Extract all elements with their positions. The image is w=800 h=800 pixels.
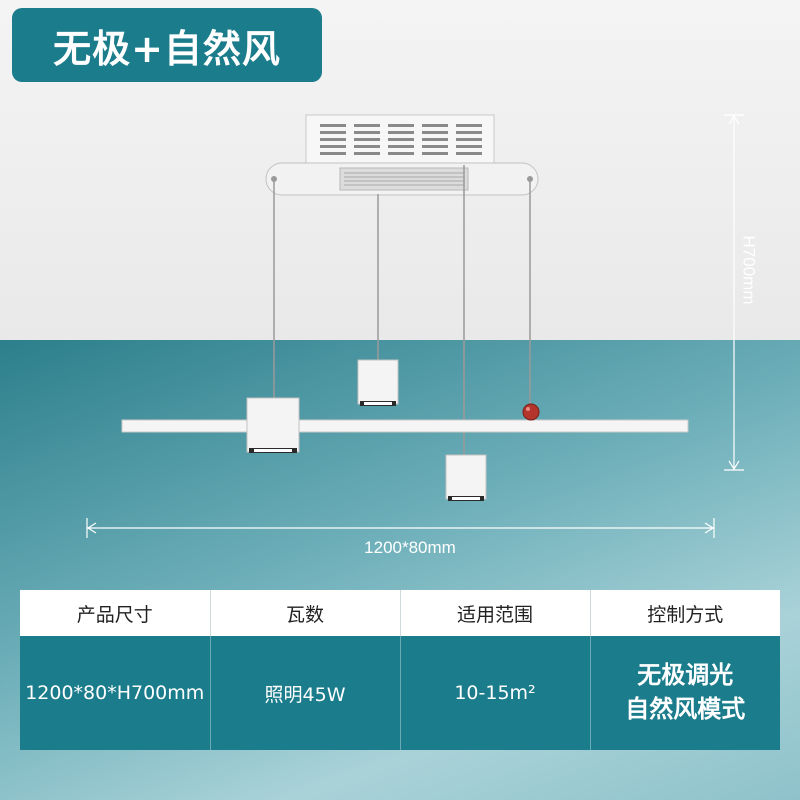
title-badge: 无极+自然风 xyxy=(12,8,322,82)
value-coverage: 10-15m² xyxy=(400,636,591,750)
red-bead-ornament xyxy=(522,403,540,421)
cube-light-upper xyxy=(357,359,399,406)
value-wattage: 照明45W xyxy=(210,636,401,750)
width-dimension-line xyxy=(86,518,715,538)
header-size: 产品尺寸 xyxy=(20,590,211,636)
cube-light-large xyxy=(246,397,300,453)
header-coverage: 适用范围 xyxy=(400,590,591,636)
light-bar xyxy=(121,419,689,433)
value-control: 无极调光 自然风模式 xyxy=(590,636,780,750)
height-dimension-line xyxy=(724,114,744,471)
spec-table: 产品尺寸 瓦数 适用范围 控制方式 1200*80*H700mm 照明45W 1… xyxy=(20,590,780,750)
ceiling-fan-box xyxy=(305,114,495,168)
suspension-wires xyxy=(273,165,531,456)
cube-light-lower xyxy=(445,454,487,501)
ceiling-canopy xyxy=(265,162,539,196)
page-title: 无极+自然风 xyxy=(53,26,281,71)
control-line-dimming: 无极调光 xyxy=(637,661,734,690)
value-size: 1200*80*H700mm xyxy=(20,636,211,750)
width-dimension-label: 1200*80mm xyxy=(364,538,456,557)
header-wattage: 瓦数 xyxy=(210,590,401,636)
control-line-natural-wind: 自然风模式 xyxy=(625,695,746,723)
header-control: 控制方式 xyxy=(590,590,780,636)
spec-table-header-row: 产品尺寸 瓦数 适用范围 控制方式 xyxy=(20,590,780,636)
height-dimension-label: H700mm xyxy=(739,235,758,305)
spec-table-value-row: 1200*80*H700mm 照明45W 10-15m² 无极调光 自然风模式 xyxy=(20,636,780,750)
